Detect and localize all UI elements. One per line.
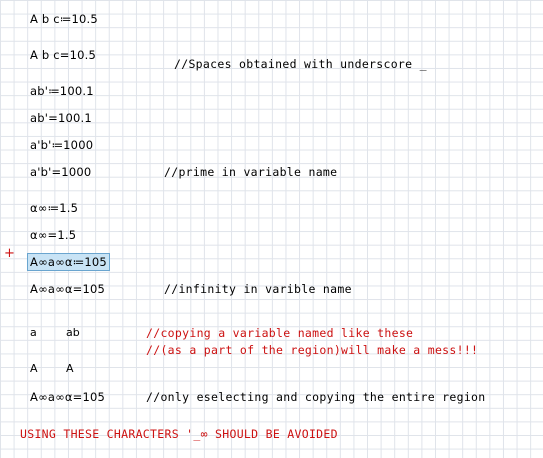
text-region-comment-spaces[interactable]: //Spaces obtained with underscore _: [174, 57, 427, 71]
math-region-evaluation-alpha-infinity[interactable]: α∞=1.5: [30, 228, 77, 242]
math-region-evaluation-copied[interactable]: A∞a∞α=105: [30, 390, 106, 404]
garbled-variable-capital-a-1[interactable]: A: [30, 362, 38, 375]
text-region-comment-mess-warning[interactable]: //(as a part of the region)will make a m…: [146, 343, 479, 357]
math-region-selected-definition[interactable]: A∞a∞α≔105: [27, 253, 110, 271]
math-region-evaluation-infinity-name[interactable]: A∞a∞α=105: [30, 282, 106, 296]
math-region-evaluation-a-prime-b-prime[interactable]: a'b'=1000: [30, 165, 92, 179]
garbled-variable-capital-a-2[interactable]: A: [66, 362, 74, 375]
selection-highlight: A∞a∞α≔105: [27, 253, 110, 271]
garbled-variable-ab[interactable]: ab: [66, 326, 80, 339]
math-region-evaluation-abc[interactable]: A b c=10.5: [30, 48, 97, 62]
text-region-comment-copying-warning[interactable]: //copying a variable named like these: [146, 326, 414, 340]
math-region-definition-abc[interactable]: A b c≔10.5: [30, 12, 98, 26]
insertion-cursor-icon: +: [4, 246, 15, 261]
math-region-evaluation-ab-prime[interactable]: ab'=100.1: [30, 111, 92, 125]
text-region-comment-prime[interactable]: //prime in variable name: [164, 165, 338, 179]
garbled-variable-a[interactable]: a: [30, 326, 37, 339]
text-region-comment-select-entire[interactable]: //only eselecting and copying the entire…: [146, 390, 486, 404]
math-region-definition-alpha-infinity[interactable]: α∞≔1.5: [30, 201, 79, 215]
math-region-definition-a-prime-b-prime[interactable]: a'b'≔1000: [30, 138, 94, 152]
text-region-comment-infinity[interactable]: //infinity in varible name: [164, 282, 352, 296]
math-region-definition-ab-prime[interactable]: ab'≔100.1: [30, 84, 94, 98]
text-region-warning-avoid-characters[interactable]: USING THESE CHARACTERS '_∞ SHOULD BE AVO…: [20, 427, 338, 441]
